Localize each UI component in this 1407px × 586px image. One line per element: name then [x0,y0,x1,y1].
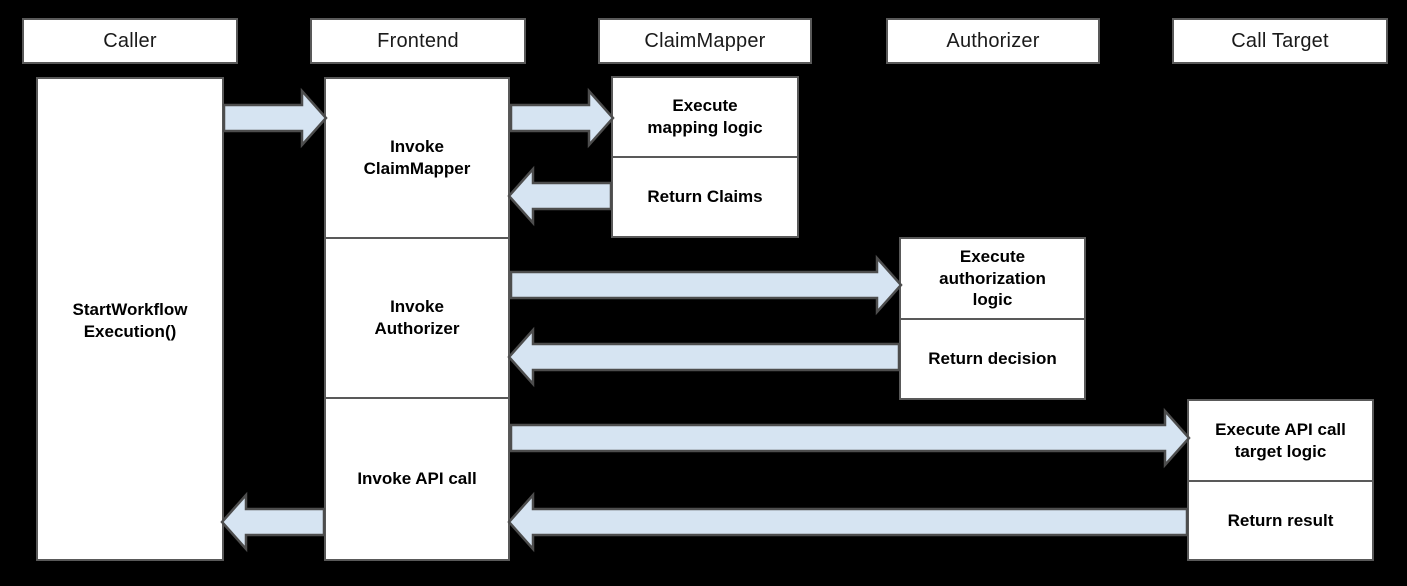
lane-header-authorizer: Authorizer [886,18,1100,64]
lane-header-frontend: Frontend [310,18,526,64]
activation-cell-return-claims: Return Claims [613,158,797,236]
arrow-frontend-to-caller [220,491,326,553]
activation-divider [1189,480,1372,482]
activation-cell-label: Return Claims [647,187,763,207]
activation-divider [613,156,797,158]
arrow-authorizer-to-frontend [507,326,901,388]
activation-divider [901,318,1084,320]
activation-cell-label: Invoke API call [357,469,477,489]
activation-cell-label: Return result [1227,510,1334,530]
arrow-caller-to-frontend [222,87,328,149]
lane-header-label: Caller [103,29,157,52]
lane-header-claimmapper: ClaimMapper [598,18,812,64]
activation-cell-invoke-api-call: Invoke API call [326,399,508,559]
lane-header-label: ClaimMapper [644,29,766,52]
activation-cell-return-decision: Return decision [901,320,1084,398]
activation-cell-label: Return decision [928,349,1057,369]
activation-divider [326,397,508,399]
lane-header-label: Authorizer [946,29,1040,52]
lane-header-calltarget: Call Target [1172,18,1388,64]
arrow-frontend-to-calltarget [509,407,1191,469]
lane-header-label: Call Target [1231,29,1329,52]
activation-cell-return-result: Return result [1189,482,1372,559]
arrow-calltarget-to-frontend [507,491,1189,553]
lane-header-caller: Caller [22,18,238,64]
activation-divider [326,237,508,239]
arrow-claimmapper-to-frontend [507,165,613,227]
lane-header-label: Frontend [377,29,459,52]
arrow-frontend-to-authorizer [509,254,903,316]
arrow-frontend-to-claimmapper [509,87,615,149]
